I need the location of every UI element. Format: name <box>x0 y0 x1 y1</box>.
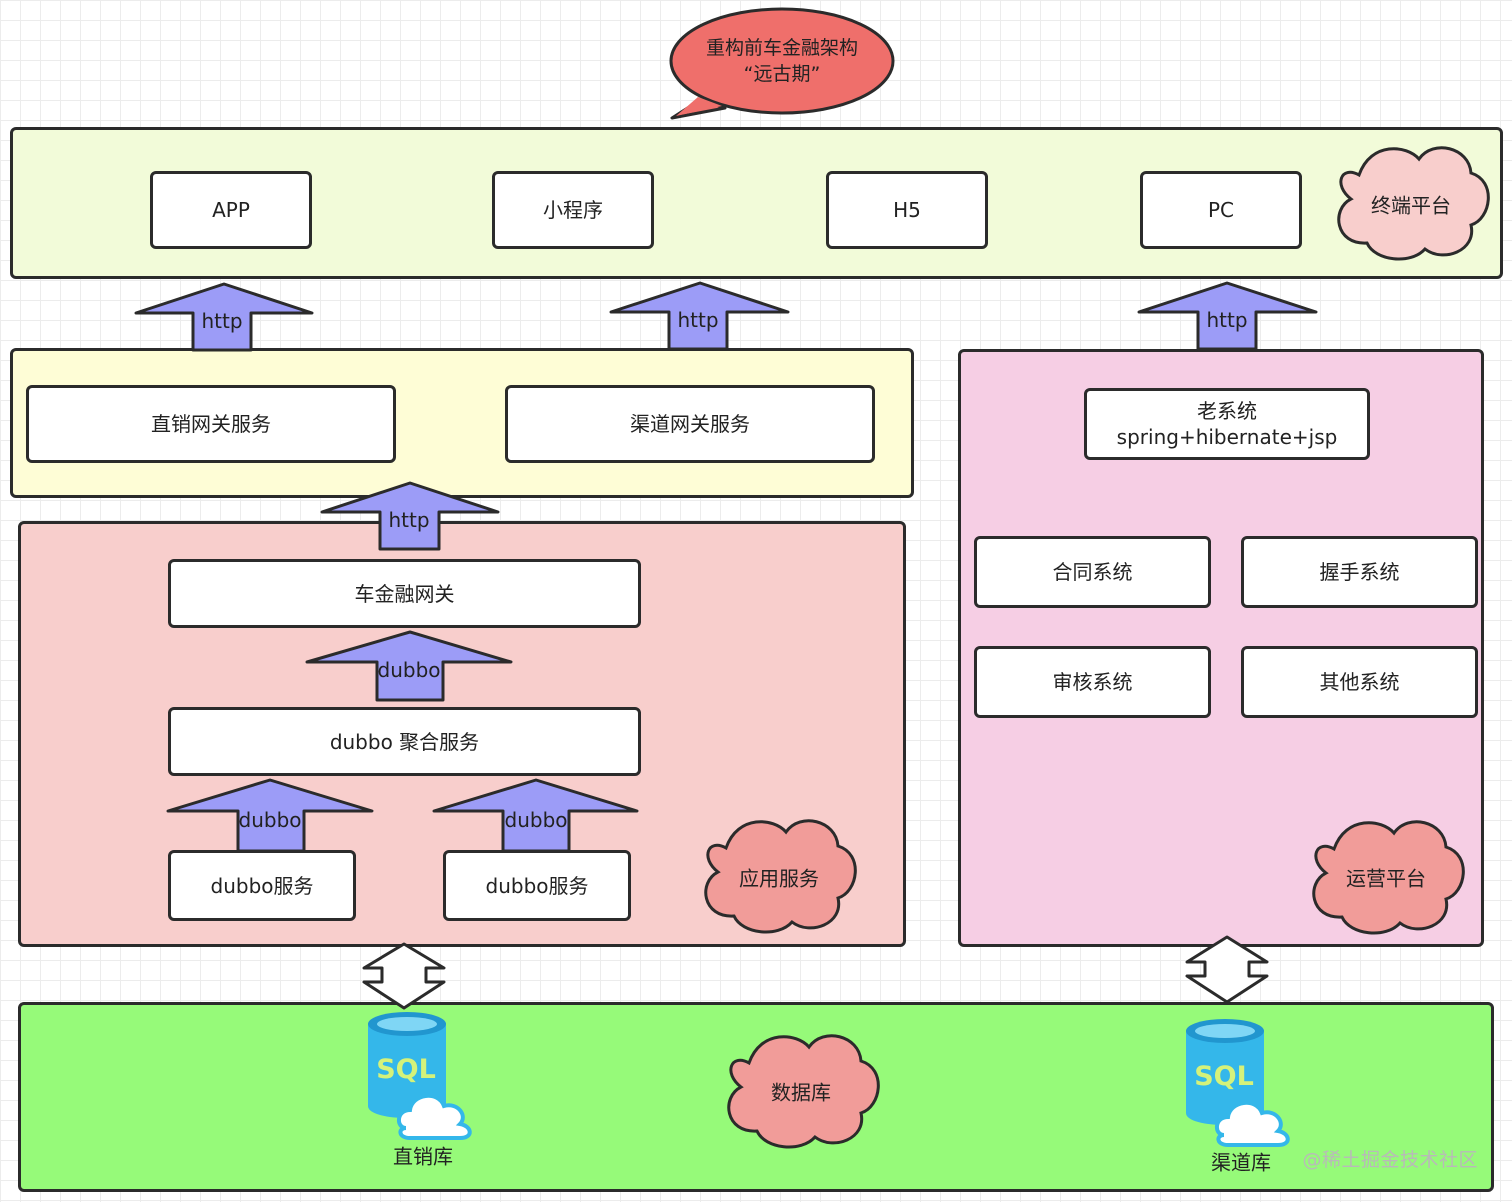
database-tag: 数据库 <box>771 1080 831 1105</box>
http-label-pc: http <box>1206 308 1248 332</box>
cloud-shape-ops <box>1312 820 1465 935</box>
contract-system-box: 合同系统 <box>974 536 1211 608</box>
app-service-tag: 应用服务 <box>739 866 819 891</box>
sql-database-icon-channel: SQL <box>1186 1019 1290 1147</box>
http-arrow-app <box>134 282 314 352</box>
legacy-system-stack: spring+hibernate+jsp <box>1116 425 1338 449</box>
terminal-pc-box: PC <box>1140 171 1302 249</box>
http-label-app: http <box>201 309 243 333</box>
direct-db-label: 直销库 <box>393 1144 453 1169</box>
dubbo-label-service-2: dubbo <box>504 808 568 832</box>
cloud-shape-database <box>727 1034 880 1149</box>
dubbo-service-box-2: dubbo服务 <box>443 850 631 921</box>
other-system-box: 其他系统 <box>1241 646 1478 718</box>
double-arrow-app-db <box>362 942 446 1010</box>
terminal-app-box: APP <box>150 171 312 249</box>
sql-database-icon-direct: SQL <box>368 1012 472 1140</box>
legacy-system-title: 老系统 <box>1197 399 1257 423</box>
dubbo-label-aggregate: dubbo <box>377 658 441 682</box>
http-label-gateway: http <box>388 508 430 532</box>
terminal-miniprogram-box: 小程序 <box>492 171 654 249</box>
http-arrow-pc <box>1137 281 1318 351</box>
cloud-shape-terminal <box>1337 146 1490 261</box>
ops-platform-tag: 运营平台 <box>1346 866 1426 891</box>
watermark: @稀土掘金技术社区 <box>1302 1149 1478 1171</box>
sql-icon-text-direct: SQL <box>376 1054 436 1085</box>
audit-system-box: 审核系统 <box>974 646 1211 718</box>
direct-gateway-box: 直销网关服务 <box>26 385 396 463</box>
dubbo-service-box-1: dubbo服务 <box>168 850 356 921</box>
cloud-shape-app-service <box>704 819 857 934</box>
legacy-system-box: 老系统 spring+hibernate+jsp <box>1084 388 1370 460</box>
car-finance-gateway-box: 车金融网关 <box>168 559 641 628</box>
dubbo-arrow-aggregate <box>305 630 513 702</box>
diagram-title-line2: “远古期” <box>743 63 821 85</box>
diagram-title: 重构前车金融架构 “远古期” <box>706 35 858 87</box>
dubbo-label-service-1: dubbo <box>238 808 302 832</box>
dubbo-aggregate-box: dubbo 聚合服务 <box>168 707 641 776</box>
title-speech-bubble <box>669 7 895 120</box>
http-arrow-miniprogram <box>609 281 790 351</box>
sql-icon-text-channel: SQL <box>1194 1061 1254 1092</box>
terminal-platform-tag: 终端平台 <box>1371 193 1451 218</box>
diagram-title-line1: 重构前车金融架构 <box>705 37 859 59</box>
double-arrow-ops-db <box>1185 935 1269 1004</box>
http-arrow-gateway <box>320 481 500 551</box>
channel-gateway-box: 渠道网关服务 <box>505 385 875 463</box>
handshake-system-box: 握手系统 <box>1241 536 1478 608</box>
channel-db-label: 渠道库 <box>1211 1150 1271 1175</box>
terminal-h5-box: H5 <box>826 171 988 249</box>
http-label-miniprogram: http <box>677 308 719 332</box>
